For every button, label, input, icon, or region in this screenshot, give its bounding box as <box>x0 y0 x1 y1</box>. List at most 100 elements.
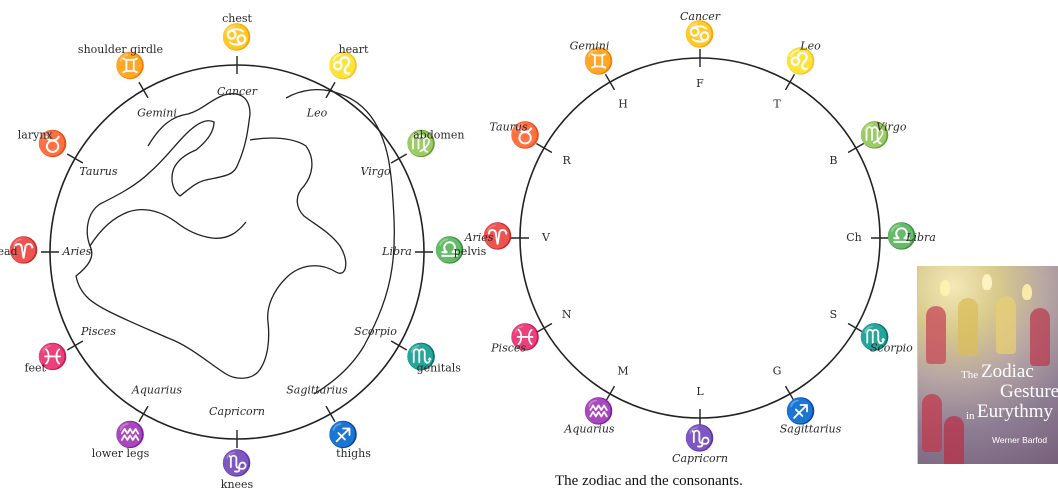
tick-leo <box>325 81 336 99</box>
consonant-pisces: N <box>562 308 572 321</box>
gemini-glyph-icon: ♊ <box>583 47 614 76</box>
tick-virgo <box>847 142 865 154</box>
body-zodiac-marks: Cancer♋chestLeo♌heartVirgo♍abdomenLibra♎… <box>0 12 487 491</box>
tick-gemini <box>604 73 616 91</box>
body-part-cancer: chest <box>222 12 252 25</box>
tick-virgo <box>390 153 408 164</box>
consonant-cancer: F <box>696 77 704 90</box>
book-title-zodiac: Zodiac <box>981 361 1034 382</box>
body-part-scorpio: genitals <box>417 362 462 375</box>
tick-aquarius <box>138 405 149 423</box>
sign-name-taurus: Taurus <box>490 121 528 134</box>
sign-name-cancer: Cancer <box>217 85 258 98</box>
human-figure-outline <box>75 88 395 395</box>
tick-taurus <box>66 153 84 164</box>
consonant-libra: Ch <box>846 231 862 244</box>
consonant-zodiac-ring <box>519 57 881 419</box>
sign-name-aries: Aries <box>62 245 92 258</box>
sign-name-libra: Libra <box>381 245 412 258</box>
book-cover: The Zodiac Gestures in Eurythmy Werner B… <box>917 266 1058 464</box>
book-title-the: The <box>961 369 979 381</box>
sign-name-virgo: Virgo <box>876 121 907 134</box>
candle-flame-icon <box>982 274 992 290</box>
tick-scorpio <box>390 340 408 351</box>
libra-glyph-icon: ♎ <box>886 222 917 251</box>
sign-name-virgo: Virgo <box>360 165 391 178</box>
pisces-glyph-icon: ♓ <box>37 342 68 371</box>
sagittarius-glyph-icon: ♐ <box>785 396 816 425</box>
body-part-libra: pelvis <box>454 245 487 258</box>
sign-name-aquarius: Aquarius <box>563 422 614 435</box>
capricorn-glyph-icon: ♑ <box>221 449 252 478</box>
caption: The zodiac and the consonants. <box>555 473 743 489</box>
tick-sagittarius <box>325 405 336 423</box>
consonant-capricorn: L <box>696 385 704 398</box>
consonant-zodiac-diagram: F♋CancerT♌LeoB♍VirgoCh♎LibraS♏ScorpioG♐S… <box>464 10 936 489</box>
body-part-virgo: abdomen <box>413 129 464 142</box>
aquarius-glyph-icon: ♒ <box>583 396 614 425</box>
consonant-virgo: B <box>829 154 837 167</box>
capricorn-glyph-icon: ♑ <box>684 424 715 453</box>
sign-name-capricorn: Capricorn <box>672 452 728 465</box>
scorpio-glyph-icon: ♏ <box>859 323 890 352</box>
tick-taurus <box>535 142 553 154</box>
human-figure-detail <box>89 208 247 247</box>
consonant-aries: V <box>541 231 551 244</box>
body-part-aries: head <box>0 245 18 258</box>
tick-pisces <box>535 322 553 334</box>
figure-icon <box>996 296 1016 354</box>
pisces-glyph-icon: ♓ <box>509 323 540 352</box>
body-zodiac-ring <box>49 64 425 440</box>
body-part-aquarius: lower legs <box>92 447 150 460</box>
sign-name-gemini: Gemini <box>570 40 610 53</box>
book-author: Werner Barfod <box>992 435 1048 445</box>
sign-name-pisces: Pisces <box>490 342 526 355</box>
figure-icon <box>926 306 946 364</box>
leo-glyph-icon: ♌ <box>328 51 359 80</box>
cancer-glyph-icon: ♋ <box>684 20 715 49</box>
consonant-zodiac-marks: F♋CancerT♌LeoB♍VirgoCh♎LibraS♏ScorpioG♐S… <box>464 10 936 465</box>
taurus-glyph-icon: ♉ <box>37 129 68 158</box>
consonant-aquarius: M <box>617 364 628 377</box>
sign-name-pisces: Pisces <box>80 325 116 338</box>
consonant-leo: T <box>773 98 781 111</box>
candle-flame-icon <box>940 280 950 296</box>
figure-icon <box>944 416 964 464</box>
body-part-taurus: larynx <box>18 129 54 142</box>
aries-glyph-icon: ♈ <box>8 236 39 265</box>
virgo-glyph-icon: ♍ <box>406 129 437 158</box>
consonant-scorpio: S <box>830 308 838 321</box>
sagittarius-glyph-icon: ♐ <box>328 420 359 449</box>
aquarius-glyph-icon: ♒ <box>115 420 146 449</box>
cancer-glyph-icon: ♋ <box>221 23 252 52</box>
tick-sagittarius <box>784 385 796 403</box>
sign-name-aquarius: Aquarius <box>131 384 182 397</box>
sign-name-leo: Leo <box>306 106 328 119</box>
aries-glyph-icon: ♈ <box>482 222 513 251</box>
body-zodiac-diagram: Cancer♋chestLeo♌heartVirgo♍abdomenLibra♎… <box>0 12 487 491</box>
body-part-pisces: feet <box>24 362 46 375</box>
sign-name-libra: Libra <box>905 231 936 244</box>
sign-name-gemini: Gemini <box>137 106 177 119</box>
body-part-capricorn: knees <box>221 478 254 491</box>
sign-name-leo: Leo <box>799 40 821 53</box>
sign-name-sagittarius: Sagittarius <box>286 384 348 397</box>
gemini-glyph-icon: ♊ <box>115 51 146 80</box>
figure-icon <box>1030 308 1050 366</box>
sign-name-cancer: Cancer <box>680 10 721 23</box>
tick-pisces <box>66 340 84 351</box>
book-title-in: in <box>966 410 975 422</box>
body-part-leo: heart <box>339 43 369 56</box>
book-title-gestures: Gestures <box>1000 381 1058 402</box>
sign-name-scorpio: Scorpio <box>870 342 913 355</box>
candle-flame-icon <box>1022 284 1032 300</box>
tick-scorpio <box>847 322 865 334</box>
leo-glyph-icon: ♌ <box>785 47 816 76</box>
tick-aquarius <box>604 385 616 403</box>
sign-name-sagittarius: Sagittarius <box>780 422 842 435</box>
taurus-glyph-icon: ♉ <box>509 121 540 150</box>
scorpio-glyph-icon: ♏ <box>406 342 437 371</box>
tick-gemini <box>138 81 149 99</box>
book-title-eurythmy: Eurythmy <box>977 401 1053 422</box>
